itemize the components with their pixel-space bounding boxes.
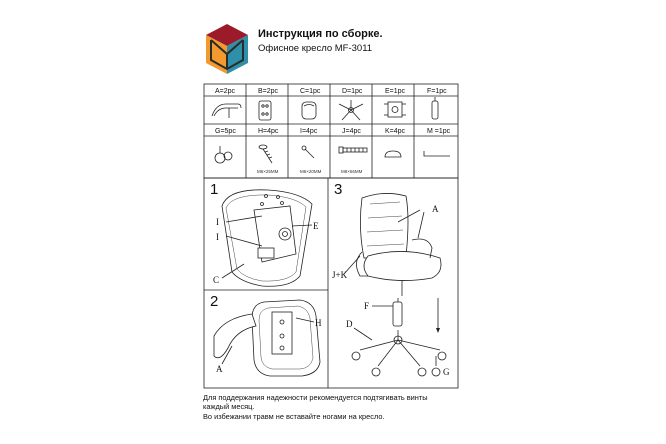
step-3-callout-g: G [443,367,450,377]
step-2-callout-a: A [216,364,223,374]
caster-icon [214,146,233,164]
bolt-j-icon [338,146,368,154]
step-3-callout-f: F [364,301,369,311]
step-3-chair-drawing [343,193,447,377]
page-subtitle: Офисное кресло MF-3011 [258,43,373,54]
part-label-h: H=4pc [258,128,279,135]
mechanism-icon [384,101,406,118]
part-label-e: E=1pc [385,88,406,95]
step-1-callout-i1: I [216,217,219,227]
step-2-backrest-drawing [213,299,321,377]
part-size-h: M6×25MM [257,169,279,174]
hex-key-icon [423,151,450,157]
brand-logo [206,24,248,74]
footer-note-maintenance: Для поддержания надежности рекомендуется… [203,393,428,412]
footer-notes: Для поддержания надежности рекомендуется… [203,393,453,421]
part-label-c: C=1pc [300,88,321,95]
bracket-icon [258,100,272,121]
step-1-number: 1 [210,181,218,198]
page-title: Инструкция по сборке. [258,28,383,40]
step-1-seat-drawing [221,189,313,287]
part-label-a: A=2pc [215,88,236,95]
part-size-j: M8×66MM [341,169,363,174]
step-3-callout-jk: J+K [332,270,348,280]
washer-k-icon [384,150,402,158]
part-label-i: I=4pc [300,128,318,135]
part-label-m: M =1pc [427,128,451,135]
part-size-i: M6×20MM [300,169,322,174]
parts-table [203,83,459,389]
step-2-callout-h: H [315,318,322,328]
part-label-k: K=4pc [385,128,406,135]
step-3-callout-a: A [432,204,439,214]
step-2-number: 2 [210,293,218,310]
seat-cushion-icon [301,101,317,120]
screw-h-icon [258,144,273,164]
star-base-icon [338,100,364,121]
footer-note-safety: Во избежании травм не вставайте ногами н… [203,411,385,421]
step-1-callout-c: C [213,275,219,285]
step-1-callout-e: E [313,221,319,231]
screw-i-icon [301,145,315,159]
part-label-b: B=2pc [258,88,279,95]
part-label-d: D=1pc [342,88,363,95]
step-3-number: 3 [334,181,342,198]
armrest-icon [211,103,242,118]
part-label-g: G=5pc [215,128,236,135]
part-label-j: J=4pc [342,128,361,135]
part-label-f: F=1pc [427,88,447,95]
step-1-callout-i2: I [216,232,219,242]
gas-lift-icon [431,97,439,120]
step-3-callout-d: D [346,319,353,329]
